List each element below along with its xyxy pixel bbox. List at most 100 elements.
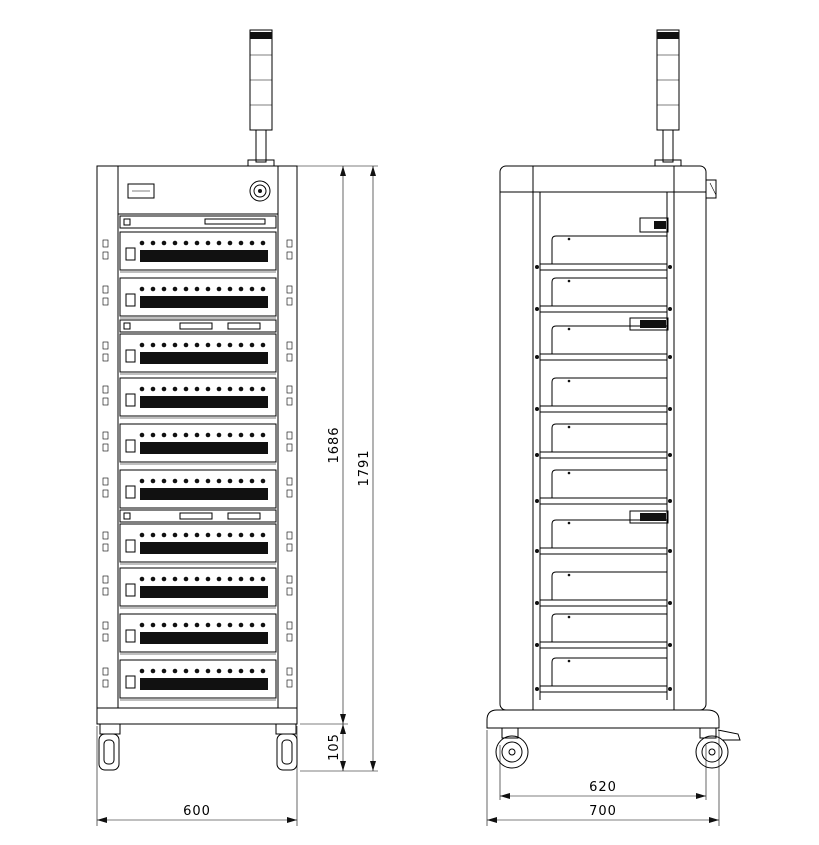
shelf-rail — [539, 685, 668, 693]
channel-knob — [249, 342, 255, 348]
test-module — [119, 231, 277, 273]
channel-knob — [249, 386, 255, 392]
channel-knob — [249, 576, 255, 582]
mounting-slot — [286, 385, 293, 406]
channel-knob — [227, 386, 233, 392]
channel-knob — [205, 532, 211, 538]
controller-strip — [119, 509, 277, 523]
terminal-strip — [140, 396, 268, 408]
channel-knob — [183, 342, 189, 348]
mounting-slot — [102, 431, 109, 452]
channel-knob — [260, 286, 266, 292]
mounting-slot — [286, 341, 293, 362]
test-module — [119, 567, 277, 609]
channel-knob — [260, 478, 266, 484]
terminal-strip — [140, 632, 268, 644]
mounting-slot — [286, 531, 293, 552]
module-label-icon — [125, 293, 136, 307]
channel-knob — [161, 576, 167, 582]
channel-knob — [238, 576, 244, 582]
signal-tower-side — [654, 29, 682, 167]
shelf-rail — [539, 405, 668, 413]
channel-knob — [183, 668, 189, 674]
channel-knob — [216, 622, 222, 628]
terminal-strip — [140, 542, 268, 554]
channel-knob — [194, 342, 200, 348]
cabinet-frame-side — [499, 165, 717, 711]
shelf-rail — [539, 547, 668, 555]
channel-knob — [172, 532, 178, 538]
mounting-slot — [102, 575, 109, 596]
shelf-unit — [535, 377, 672, 413]
test-module — [119, 523, 277, 565]
shelf-unit — [535, 469, 672, 505]
module-label-icon — [125, 675, 136, 689]
terminal-strip — [140, 250, 268, 262]
width-dimension-label: 600 — [183, 804, 211, 819]
channel-knob — [139, 478, 145, 484]
side-dimensions: 620 700 — [486, 730, 720, 826]
channel-knob — [161, 240, 167, 246]
channel-knob — [194, 532, 200, 538]
mounting-slot — [102, 285, 109, 306]
mounting-slot — [102, 385, 109, 406]
channel-knob — [260, 668, 266, 674]
channel-knob — [194, 668, 200, 674]
terminal-strip — [140, 442, 268, 454]
channel-knob — [161, 342, 167, 348]
channel-knob — [205, 386, 211, 392]
terminal-strip — [140, 352, 268, 364]
controller-strip — [119, 215, 277, 229]
inner-width-dimension-label: 620 — [589, 780, 617, 795]
channel-knob — [139, 286, 145, 292]
channel-knob — [194, 240, 200, 246]
channel-knob — [172, 576, 178, 582]
channel-knob — [216, 240, 222, 246]
outer-width-dimension-label: 700 — [589, 804, 617, 819]
channel-knob — [227, 478, 233, 484]
channel-knob — [139, 342, 145, 348]
channel-knob — [150, 478, 156, 484]
channel-knob — [238, 386, 244, 392]
shelf-rail — [539, 497, 668, 505]
side-view: 620 700 — [486, 29, 741, 826]
channel-knob — [183, 286, 189, 292]
channel-knob — [260, 386, 266, 392]
channel-knob — [194, 622, 200, 628]
channel-knob — [194, 432, 200, 438]
test-module — [119, 659, 277, 701]
front-view: 600 1686 105 1791 — [96, 29, 378, 826]
channel-knob — [139, 432, 145, 438]
channel-knob — [150, 532, 156, 538]
channel-knob — [227, 532, 233, 538]
channel-knob — [249, 286, 255, 292]
module-label-icon — [125, 539, 136, 553]
channel-knob — [183, 532, 189, 538]
channel-knob — [205, 432, 211, 438]
emergency-stop-icon — [249, 180, 271, 202]
channel-knob — [139, 532, 145, 538]
mounting-slot — [102, 239, 109, 260]
channel-knob — [227, 432, 233, 438]
shelf-unit — [535, 277, 672, 313]
mounting-slot — [286, 667, 293, 688]
terminal-strip — [140, 678, 268, 690]
channel-knob — [139, 240, 145, 246]
channel-knob — [183, 622, 189, 628]
channel-knob — [205, 286, 211, 292]
shelf-rail — [539, 451, 668, 459]
channel-knob — [260, 532, 266, 538]
connector-icon — [127, 183, 155, 199]
module-label-icon — [125, 485, 136, 499]
channel-knob — [249, 478, 255, 484]
channel-knob — [238, 240, 244, 246]
channel-knob — [249, 532, 255, 538]
channel-knob — [139, 576, 145, 582]
channel-knob — [238, 432, 244, 438]
mounting-slot — [102, 341, 109, 362]
channel-knob — [249, 432, 255, 438]
channel-knob — [172, 286, 178, 292]
terminal-strip — [140, 488, 268, 500]
mounting-slot — [102, 477, 109, 498]
shelf-unit — [535, 519, 672, 555]
